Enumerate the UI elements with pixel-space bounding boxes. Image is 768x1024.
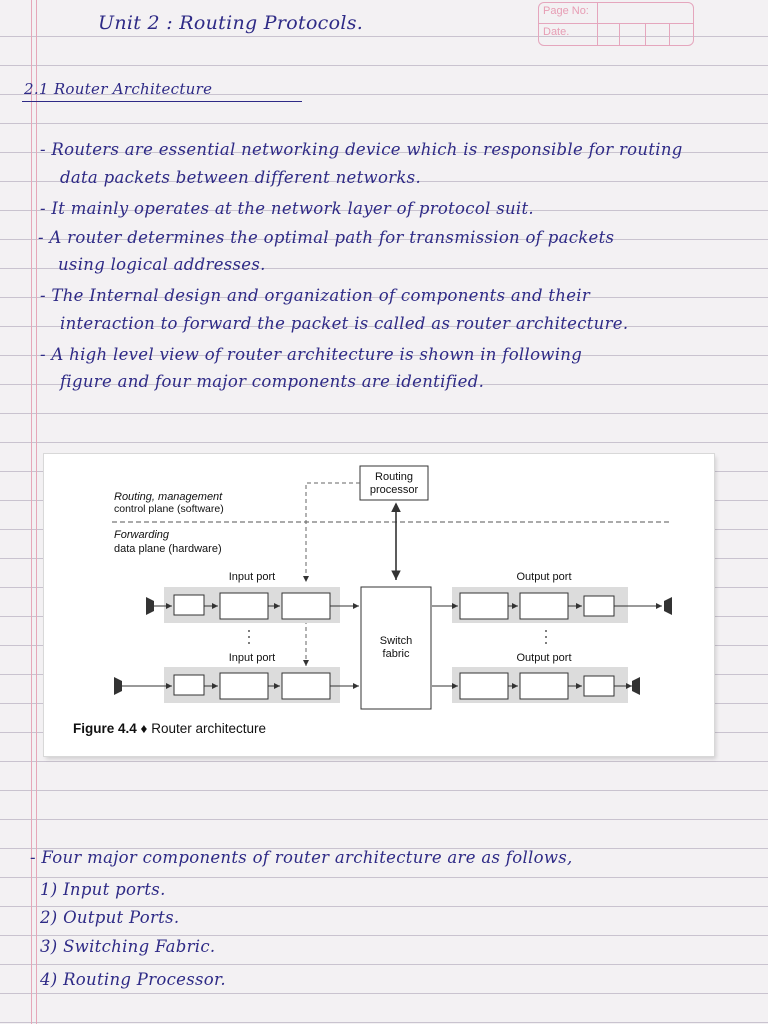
component-item: 2) Output Ports. <box>40 908 180 927</box>
ellipsis-dots <box>248 630 547 644</box>
input-port-stage <box>281 592 331 620</box>
input-port-label-top: Input port <box>229 571 275 583</box>
page-box-cell <box>619 24 620 45</box>
routing-processor-label: processor <box>370 484 419 496</box>
input-port-stage <box>219 672 269 700</box>
control-plane-label: Routing, management <box>114 491 223 503</box>
margin-line-right <box>36 0 37 1024</box>
output-port-stage <box>459 672 509 700</box>
output-port-label-top: Output port <box>516 571 571 583</box>
body-line: - It mainly operates at the network laye… <box>40 199 534 218</box>
body-line: figure and four major components are ide… <box>60 372 485 391</box>
body-line: - The Internal design and organization o… <box>40 286 591 305</box>
component-item: 3) Switching Fabric. <box>40 937 216 956</box>
input-line-termination <box>146 597 154 615</box>
control-path <box>303 482 360 582</box>
margin-line-left <box>31 0 32 1024</box>
date-label: Date. <box>543 26 570 38</box>
output-port-stage <box>519 672 569 700</box>
control-plane-label: control plane (software) <box>114 503 224 515</box>
output-line-termination <box>664 597 672 615</box>
page-number-box: Page No: Date. <box>538 2 694 46</box>
section-heading: 2.1 Router Architecture <box>24 80 213 98</box>
switch-fabric-label: fabric <box>383 648 410 660</box>
output-port-label-bottom: Output port <box>516 652 571 664</box>
figure-number: Figure 4.4 <box>73 721 137 736</box>
output-port-stage <box>583 675 615 697</box>
output-port-stage <box>459 592 509 620</box>
data-plane-label: data plane (hardware) <box>114 543 222 555</box>
input-port-label-bottom: Input port <box>229 652 275 664</box>
switch-fabric-box <box>360 586 432 710</box>
body-line: using logical addresses. <box>58 255 266 274</box>
input-line-termination <box>114 677 122 695</box>
input-port-stage <box>281 672 331 700</box>
body-line: - A router determines the optimal path f… <box>38 228 615 247</box>
component-item: 4) Routing Processor. <box>40 970 226 989</box>
section-heading-underline <box>22 101 302 102</box>
input-port-stage <box>173 674 205 696</box>
page-box-divider <box>539 23 693 24</box>
component-item: 1) Input ports. <box>40 880 166 899</box>
switch-fabric-label: Switch <box>380 635 412 647</box>
body-line: - Routers are essential networking devic… <box>40 140 683 159</box>
caption-bullet: ♦ <box>140 721 148 736</box>
page-box-cell <box>597 3 598 45</box>
body-line: interaction to forward the packet is cal… <box>60 314 629 333</box>
routing-processor-label: Routing <box>375 471 413 483</box>
input-port-stage <box>173 594 205 616</box>
page-title: Unit 2 : Routing Protocols. <box>98 12 364 34</box>
caption-text: Router architecture <box>151 721 267 736</box>
page-no-label: Page No: <box>543 5 589 17</box>
components-intro: - Four major components of router archit… <box>30 848 573 867</box>
body-line: data packets between different networks. <box>60 168 421 187</box>
output-port-stage <box>519 592 569 620</box>
router-architecture-figure: Routing processor Routing, management co… <box>44 454 714 756</box>
output-port-stage <box>583 595 615 617</box>
data-plane-label: Forwarding <box>114 529 170 541</box>
page-box-cell <box>669 24 670 45</box>
router-architecture-diagram: Routing processor Routing, management co… <box>112 465 672 710</box>
output-line-termination <box>632 677 640 695</box>
body-line: - A high level view of router architectu… <box>40 345 583 364</box>
figure-caption: Figure 4.4 ♦ Router architecture <box>73 721 266 736</box>
input-port-stage <box>219 592 269 620</box>
page-box-cell <box>645 24 646 45</box>
